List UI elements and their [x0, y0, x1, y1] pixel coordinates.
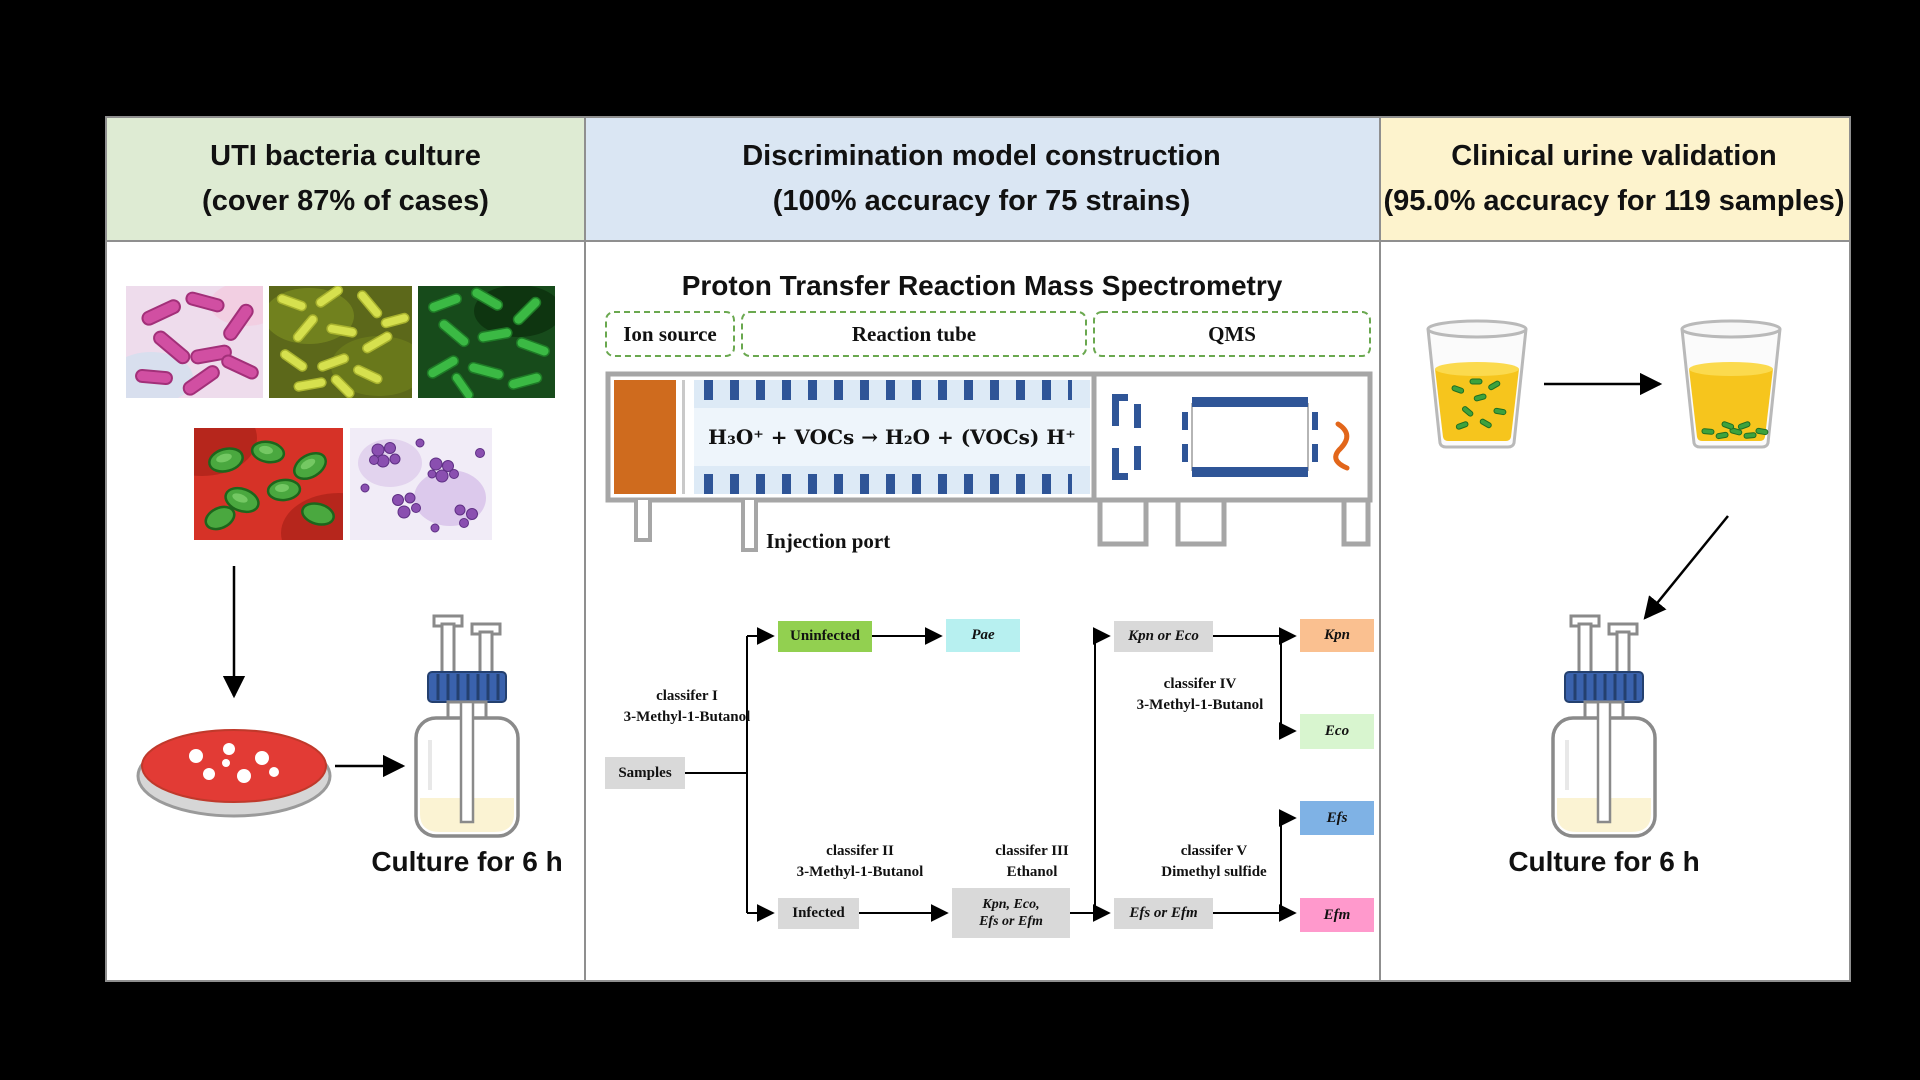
classifier2-label: classifer II 3-Methyl-1-Butanol: [796, 843, 924, 880]
figure-canvas: UTI bacteria culture (cover 87% of cases…: [105, 116, 1851, 982]
urine-cup-initial: [1426, 319, 1528, 449]
middle-title-line1: Discrimination model construction: [742, 140, 1221, 172]
kpn-eco-efs-efm-box: Kpn, Eco, Efs or Efm: [952, 888, 1070, 938]
infected-box: Infected: [778, 898, 859, 929]
header-clinical-validation: Clinical urine validation (95.0% accurac…: [1379, 118, 1849, 242]
arrow-cup-to-bottle: [1643, 515, 1729, 620]
detector: [1333, 421, 1350, 471]
classifier4-label: classifer IV 3-Methyl-1-Butanol: [1136, 676, 1264, 713]
reaction-equation: H₃O⁺ + VOCs → H₂O + (VOCs) H⁺: [708, 425, 1076, 449]
caption-culture-left: Culture for 6 h: [371, 846, 563, 877]
bacteria-image-yellow-rods: [269, 286, 412, 398]
urine-liquid: [1689, 369, 1773, 441]
settled-bacteria: [1701, 421, 1769, 440]
qms-label: QMS: [1208, 322, 1256, 346]
caption-culture-right: Culture for 6 h: [1508, 846, 1700, 877]
efm-box: Efm: [1300, 898, 1374, 932]
gas-washing-bottle-left: [414, 614, 520, 838]
classifier1-label: classifer I 3-Methyl-1-Butanol: [623, 688, 751, 725]
pink-rod-bacteria: [135, 291, 259, 396]
suspended-bacteria: [1451, 378, 1507, 430]
uninfected-box: Uninfected: [778, 621, 872, 652]
bacteria-colonies: [189, 743, 279, 783]
injection-tube: [741, 500, 758, 552]
bacteria-image-green-ovals-red: [194, 428, 343, 540]
samples-box: Samples: [605, 757, 685, 789]
ion-source-label: Ion source: [623, 322, 717, 346]
ptr-ms-schematic: Ion source Reaction tube QMS H₃O⁺ + VOCs…: [605, 311, 1373, 553]
classifier3-label: classifer III Ethanol: [995, 843, 1069, 880]
purple-cocci-bacteria: [360, 438, 485, 533]
petri-dish: [136, 729, 332, 818]
header-uti-bacteria-culture: UTI bacteria culture (cover 87% of cases…: [107, 118, 584, 242]
green-rod-bacteria: [426, 287, 551, 398]
injection-port-label: Injection port: [766, 529, 890, 553]
kpn-or-eco-box: Kpn or Eco: [1114, 621, 1213, 652]
left-title-line1: UTI bacteria culture: [210, 140, 481, 172]
quadrupole: [1191, 403, 1309, 471]
bacteria-image-pink-rods: [126, 286, 263, 398]
ptrms-subtitle: Proton Transfer Reaction Mass Spectromet…: [681, 270, 1283, 301]
classifier5-label: classifer V Dimethyl sulfide: [1161, 843, 1267, 880]
gas-washing-bottle-right: [1551, 614, 1657, 838]
urine-cup-cultured: [1680, 319, 1782, 449]
right-title-line1: Clinical urine validation: [1451, 140, 1777, 172]
panel-divider-right: [1379, 118, 1381, 980]
efs-box: Efs: [1300, 801, 1374, 835]
yellow-rod-bacteria: [276, 286, 410, 398]
panel-divider-left: [584, 118, 586, 980]
left-title-line2: (cover 87% of cases): [202, 185, 489, 217]
green-oval-bacteria: [204, 440, 335, 531]
kpn-box: Kpn: [1300, 619, 1374, 652]
ion-source-block: [614, 380, 676, 494]
bacteria-image-purple-cocci: [350, 428, 492, 540]
middle-title-line2: (100% accuracy for 75 strains): [772, 185, 1191, 217]
bacteria-highlights: [216, 445, 316, 503]
bacteria-image-green-rods: [418, 286, 555, 398]
eco-box: Eco: [1300, 714, 1374, 749]
ion-lens: [1112, 394, 1141, 480]
pae-box: Pae: [946, 619, 1020, 652]
efs-or-efm-box: Efs or Efm: [1114, 898, 1213, 929]
reaction-tube-label: Reaction tube: [852, 322, 976, 346]
right-title-line2: (95.0% accuracy for 119 samples): [1383, 185, 1845, 217]
header-discrimination-model: Discrimination model construction (100% …: [584, 118, 1379, 242]
